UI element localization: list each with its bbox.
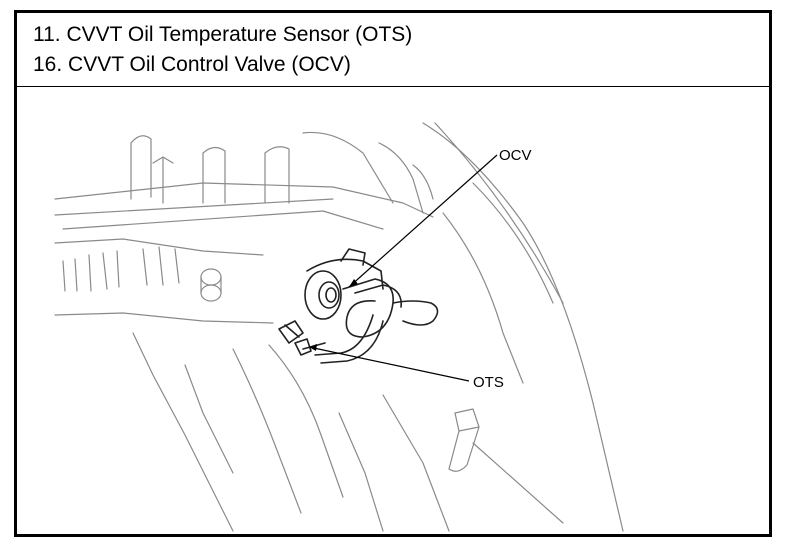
ocv-leader-line xyxy=(348,154,498,288)
legend-header: 11. CVVT Oil Temperature Sensor (OTS) 16… xyxy=(17,13,769,87)
legend-item-ocv: 16. CVVT Oil Control Valve (OCV) xyxy=(33,53,351,76)
ots-leader-line xyxy=(308,346,470,382)
engine-illustration: OCV OTS xyxy=(54,122,624,532)
ocv-callout-label: OCV xyxy=(499,147,532,164)
diagram-frame: 11. CVVT Oil Temperature Sensor (OTS) 16… xyxy=(14,10,772,537)
legend-item-ots: 11. CVVT Oil Temperature Sensor (OTS) xyxy=(33,23,413,46)
ots-callout-label: OTS xyxy=(473,374,504,391)
